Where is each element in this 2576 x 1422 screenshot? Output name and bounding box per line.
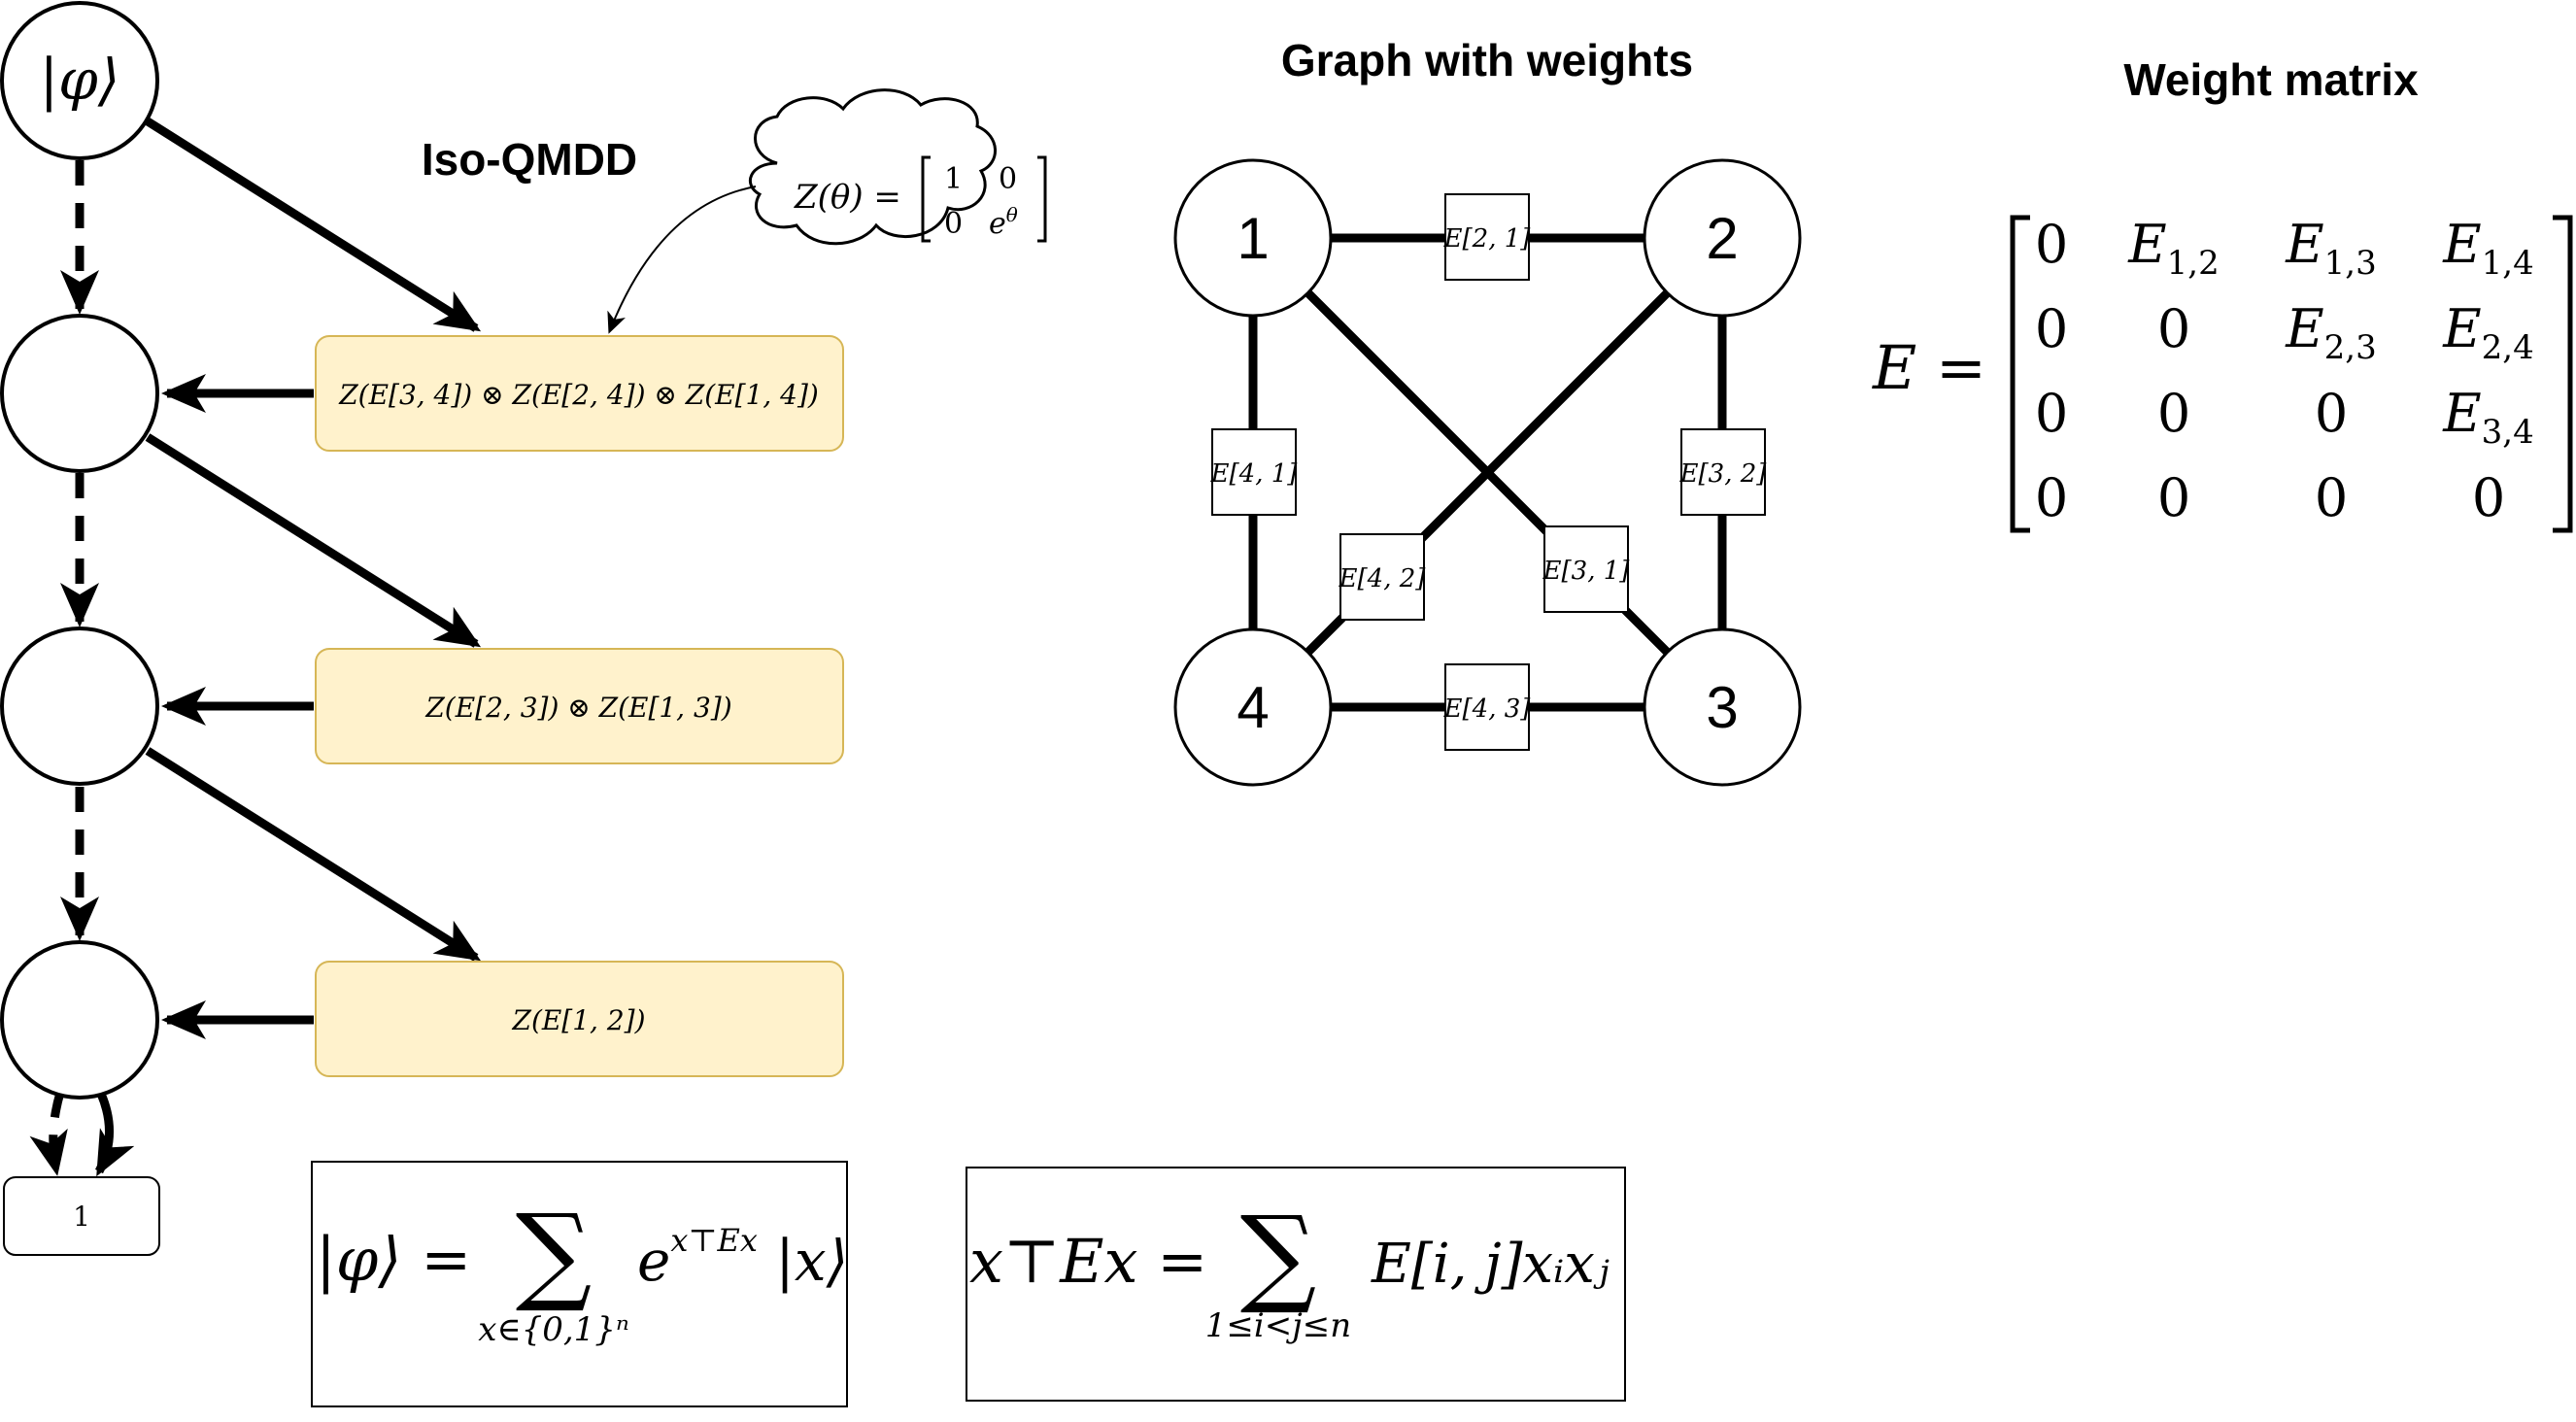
callout-m22: eθ [989,203,1018,241]
edge-label-e32: E[3, 2] [1679,428,1768,516]
edge-label-e43: E[4, 3] [1443,663,1532,751]
qmdd-solid-edges [145,118,482,1039]
matrix-cell-r4-c3: 0 [2315,467,2348,528]
edge-label-e21: E[2, 1] [1443,193,1532,281]
quadratic-formula-sub: 1≤i<j≤n [1205,1306,1351,1345]
graph-node-1: 1 [1173,158,1333,318]
graph-node-4: 4 [1173,627,1333,787]
qmdd-dashed-edges [29,160,99,1176]
matrix-cell-r1-c1: 0 [2035,214,2068,275]
callout-pointer [607,186,757,334]
graph-node-2: 2 [1643,158,1802,318]
graph-node-4-label: 4 [1237,675,1269,740]
matrix-left-bracket [2010,215,2030,533]
qmdd-node-4 [0,940,159,1100]
operator-box-1: Z(E[3, 4]) ⊗ Z(E[2, 4]) ⊗ Z(E[1, 4]) [315,335,844,452]
edge-label-e42-text: E[4, 2] [1339,564,1427,593]
callout-m21: 0 [944,207,963,241]
graph-edges [1248,233,1727,712]
qmdd-node-2 [0,314,159,473]
matrix-cell-r2-c1: 0 [2035,298,2068,359]
operator-box-2: Z(E[2, 3]) ⊗ Z(E[1, 3]) [315,648,844,764]
qmdd-terminal-solid-edge [94,1092,135,1177]
terminal-label: 1 [73,1201,90,1233]
edge-label-e41: E[4, 1] [1210,428,1299,516]
graph-node-3: 3 [1643,627,1802,787]
qmdd-root-node: |φ⟩ [0,1,159,160]
matrix-cell-r2-c3: E2,3 [2285,298,2377,367]
edge-label-e31-text: E[3, 1] [1542,557,1631,586]
matrix-cell-r3-c2: 0 [2157,383,2190,444]
iso-qmdd-title: Iso-QMDD [422,134,637,185]
matrix-cell-r3-c4: E3,4 [2442,383,2534,452]
operator-label-2: Z(E[2, 3]) ⊗ Z(E[1, 3]) [424,692,731,724]
quadratic-formula-box: x⊤Ex = ∑ 1≤i<j≤n E[i, j]xᵢxⱼ [966,1167,1626,1402]
matrix-cell-r4-c2: 0 [2157,467,2190,528]
edge-label-e42: E[4, 2] [1339,533,1427,621]
graph-node-2-label: 2 [1706,206,1738,271]
matrix-right-bracket [2553,215,2573,533]
qmdd-terminal-node: 1 [3,1176,160,1256]
edge-label-e21-text: E[2, 1] [1443,224,1532,254]
quadratic-formula-lhs: x⊤Ex = [969,1226,1207,1297]
matrix-cell-r2-c2: 0 [2157,298,2190,359]
edge-label-e41-text: E[4, 1] [1210,459,1299,489]
weight-matrix-title: Weight matrix [2123,54,2419,105]
quadratic-formula-sum: ∑ [1240,1193,1317,1317]
operator-label-3: Z(E[1, 2]) [511,1004,645,1036]
matrix-cell-r1-c4: E1,4 [2442,214,2534,283]
quadratic-formula-rhs: E[i, j]xᵢxⱼ [1371,1233,1610,1296]
matrix-cell-r4-c4: 0 [2472,467,2505,528]
z-theta-callout: Z(θ) = 1 0 0 eθ [748,88,1047,246]
qmdd-node-3 [0,626,159,786]
matrix-cell-r4-c1: 0 [2035,467,2068,528]
graph-title: Graph with weights [1281,35,1693,85]
callout-lhs: Z(θ) = [794,178,901,217]
state-formula-sub: x∈{0,1}ⁿ [478,1310,628,1349]
state-formula-lhs: |φ⟩ = [316,1224,471,1295]
edge-label-e31: E[3, 1] [1542,525,1631,613]
state-formula-sum: ∑ [516,1191,593,1315]
operator-box-3: Z(E[1, 2]) [315,961,844,1077]
edge-label-e43-text: E[4, 3] [1443,694,1532,724]
matrix-cell-r1-c2: E1,2 [2127,214,2220,283]
graph-node-1-label: 1 [1237,206,1269,271]
callout-m11: 1 [944,162,963,196]
state-formula-rhs: ex⊤Ex |x⟩ [637,1222,848,1294]
matrix-cell-r2-c4: E2,4 [2442,298,2534,367]
matrix-lhs: E = [1872,332,1986,403]
state-formula-box: |φ⟩ = ∑ x∈{0,1}ⁿ ex⊤Ex |x⟩ [311,1161,848,1407]
operator-label-1: Z(E[3, 4]) ⊗ Z(E[2, 4]) ⊗ Z(E[1, 4]) [338,379,819,411]
matrix-cell-r3-c1: 0 [2035,383,2068,444]
edge-label-e32-text: E[3, 2] [1679,459,1768,489]
matrix-cell-r3-c3: 0 [2315,383,2348,444]
matrix-cell-r1-c3: E1,3 [2285,214,2377,283]
callout-m12: 0 [999,162,1017,196]
root-node-label: |φ⟩ [40,47,120,113]
graph-node-3-label: 3 [1706,675,1738,740]
